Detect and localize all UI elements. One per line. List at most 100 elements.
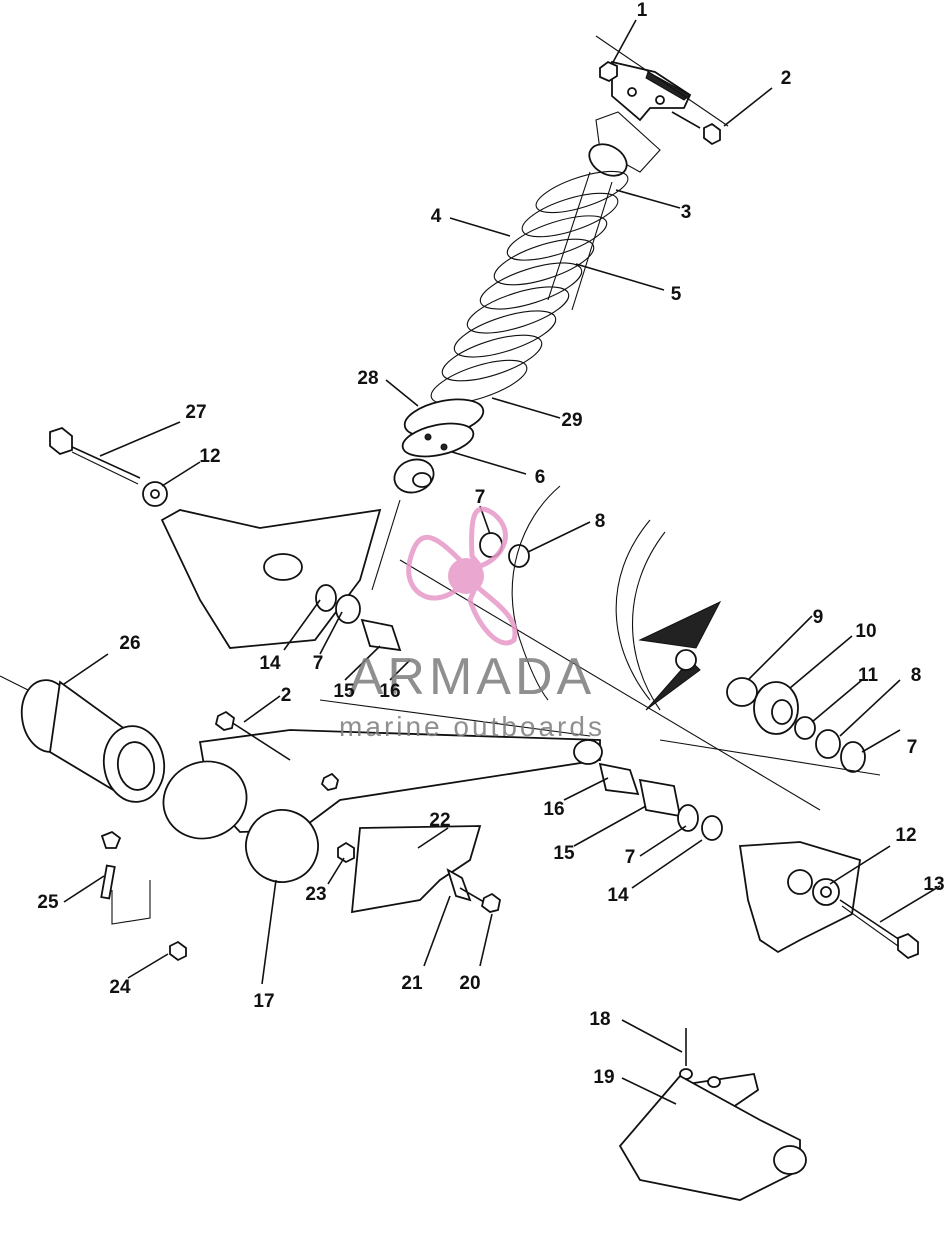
washer — [315, 584, 337, 612]
callout-25: 25 — [37, 892, 59, 913]
callout-28: 28 — [357, 368, 378, 389]
bolt-head — [703, 122, 721, 146]
spacer — [726, 677, 758, 707]
upper-mount-bracket — [611, 60, 692, 122]
callout-5: 5 — [671, 284, 682, 305]
callout-21: 21 — [401, 973, 423, 994]
washer-7 — [677, 804, 699, 832]
right-mount-plate — [738, 841, 862, 954]
left-mount-plate — [160, 508, 382, 649]
callout-7: 7 — [625, 847, 636, 868]
star-washer-bore — [820, 886, 832, 898]
bracket-line — [111, 880, 151, 925]
small-fasteners — [100, 830, 187, 962]
callout-14: 14 — [607, 885, 629, 906]
plate-hole — [787, 869, 813, 895]
callout-6: 6 — [535, 467, 546, 488]
callout-20: 20 — [459, 973, 480, 994]
coil-spring — [430, 170, 629, 405]
plug-25 — [100, 830, 122, 849]
callout-9: 9 — [813, 607, 824, 628]
shock-body — [547, 171, 613, 311]
callout-8: 8 — [595, 511, 606, 532]
callout-7: 7 — [475, 487, 486, 508]
callout-2: 2 — [781, 68, 792, 89]
bracket-22 — [350, 825, 482, 914]
callout-10: 10 — [855, 621, 876, 642]
shock-lower-eye-bore — [412, 472, 432, 488]
bolt-20-head — [480, 892, 501, 913]
callout-15: 15 — [333, 681, 355, 702]
axle-clamp — [245, 809, 319, 883]
bolt-2-shank — [227, 719, 291, 761]
plate-hole — [263, 553, 303, 581]
shock-upper-eye — [588, 143, 628, 177]
idler-hub — [675, 649, 697, 671]
adjuster-cam — [401, 422, 475, 458]
callout-15: 15 — [553, 843, 575, 864]
centerline — [595, 35, 729, 127]
swing-arm-assembly — [162, 699, 723, 883]
bracket-hole — [627, 87, 637, 97]
callout-16: 16 — [543, 799, 564, 820]
swing-arm-pivot — [573, 739, 603, 765]
bolt-27-shank — [69, 445, 141, 479]
bushing-sleeve — [360, 618, 402, 652]
callout-29: 29 — [561, 410, 582, 431]
washer-14 — [701, 815, 723, 841]
axle-clamp — [162, 760, 248, 840]
star-washer-bore — [150, 489, 160, 499]
axle-housing — [20, 679, 166, 803]
idler-spoke — [638, 600, 722, 649]
callout-27: 27 — [185, 402, 206, 423]
bolt-13-head — [897, 932, 919, 960]
hub-axis — [659, 739, 881, 776]
lower-bracket-22 — [350, 825, 501, 914]
propeller-logo — [406, 506, 518, 646]
right-side-plate — [738, 841, 919, 960]
callout-12: 12 — [199, 446, 220, 467]
callout-1: 1 — [637, 0, 648, 21]
callout-7: 7 — [907, 737, 918, 758]
leader-lines — [63, 19, 941, 1105]
watermark-tagline: marine outboards — [339, 711, 605, 742]
callout-23: 23 — [305, 884, 326, 905]
nut — [794, 716, 816, 740]
stud-25 — [100, 864, 116, 900]
bolt-13-shank — [841, 905, 899, 947]
bushing-15 — [638, 778, 682, 818]
bolt-20-shank — [459, 887, 485, 903]
housing-bore — [116, 741, 156, 791]
callout-7: 7 — [313, 653, 324, 674]
adjuster-notch — [440, 443, 448, 451]
nut-24 — [169, 940, 187, 962]
swing-arm-edge — [319, 699, 591, 737]
bolt-27-shank — [71, 451, 139, 485]
callout-26: 26 — [119, 633, 140, 654]
washer — [508, 544, 530, 568]
shock-absorber-assembly — [371, 35, 729, 591]
frame-curve — [632, 531, 666, 711]
adjuster-notch — [424, 433, 432, 441]
plate-19-hole — [707, 1076, 721, 1088]
frame-curve — [511, 485, 561, 701]
bearing-bore — [771, 699, 793, 725]
bolt-27-head — [49, 426, 73, 456]
callout-17: 17 — [253, 991, 274, 1012]
callout-19: 19 — [593, 1067, 614, 1088]
centerline — [371, 499, 401, 591]
callout-4: 4 — [431, 206, 442, 227]
spacer-21 — [446, 868, 472, 902]
bolt-shank — [671, 111, 701, 129]
callout-12: 12 — [895, 825, 916, 846]
bushing-washer — [335, 594, 361, 624]
callout-11: 11 — [858, 665, 879, 686]
callout-22: 22 — [429, 810, 450, 831]
callout-24: 24 — [109, 977, 131, 998]
watermark-brand: ARMADA — [349, 648, 595, 706]
bolt-2-head — [214, 710, 235, 731]
callout-18: 18 — [589, 1009, 610, 1030]
bolt-13-shank — [839, 899, 901, 941]
